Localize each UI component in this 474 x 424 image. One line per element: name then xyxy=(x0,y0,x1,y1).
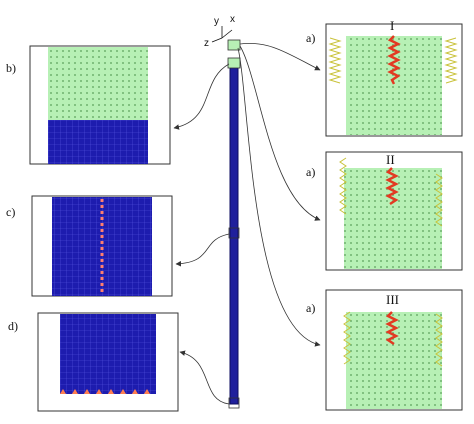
connector-arrows xyxy=(173,42,321,405)
panel-a-II: II a) xyxy=(306,151,463,271)
blue-mesh-region xyxy=(48,120,148,164)
panel-c-label: c) xyxy=(6,205,15,219)
crack-path xyxy=(385,167,399,206)
arrow-to-a-III xyxy=(237,47,321,347)
upper-zoom-box xyxy=(227,57,241,69)
central-beam xyxy=(227,39,241,409)
arrow-to-b xyxy=(173,63,230,130)
axis-triad: y x z xyxy=(204,14,235,49)
roman-III: III xyxy=(386,292,399,307)
axis-z-label: z xyxy=(204,38,209,49)
roman-I: I xyxy=(390,18,394,33)
panel-a-label-3: a) xyxy=(306,301,315,315)
top-zoom-box xyxy=(227,39,241,51)
mid-zoom-box xyxy=(228,227,240,239)
panel-b: b) xyxy=(6,45,171,165)
green-mesh-region xyxy=(48,47,148,120)
blue-mesh-region xyxy=(60,314,156,394)
right-supports xyxy=(444,37,458,84)
arrow-to-c xyxy=(175,233,230,267)
right-supports xyxy=(435,313,443,367)
panel-a-I: I a) xyxy=(306,18,463,137)
axis-x-label: x xyxy=(230,14,235,25)
arrow-to-d xyxy=(179,350,230,405)
left-supports xyxy=(328,37,342,84)
crack-path xyxy=(385,311,399,346)
right-supports xyxy=(435,173,443,227)
bottom-markers xyxy=(60,389,150,394)
arrow-to-a-I xyxy=(239,42,321,71)
arrow-to-a-II xyxy=(239,45,321,221)
roman-II: II xyxy=(386,152,395,167)
panel-b-label: b) xyxy=(6,61,16,75)
left-supports xyxy=(339,157,347,215)
panel-a-III: III a) xyxy=(306,289,463,411)
panel-a-label-2: a) xyxy=(306,165,315,179)
bottom-zoom-box xyxy=(228,397,240,409)
panel-d: d) xyxy=(8,312,179,412)
panel-d-label: d) xyxy=(8,319,18,333)
crack-path xyxy=(387,35,401,85)
left-supports xyxy=(343,311,351,365)
panel-c: c) xyxy=(6,195,173,297)
panel-a-label-1: a) xyxy=(306,31,315,45)
axis-y-label: y xyxy=(214,16,219,27)
green-mesh-region xyxy=(346,36,442,135)
